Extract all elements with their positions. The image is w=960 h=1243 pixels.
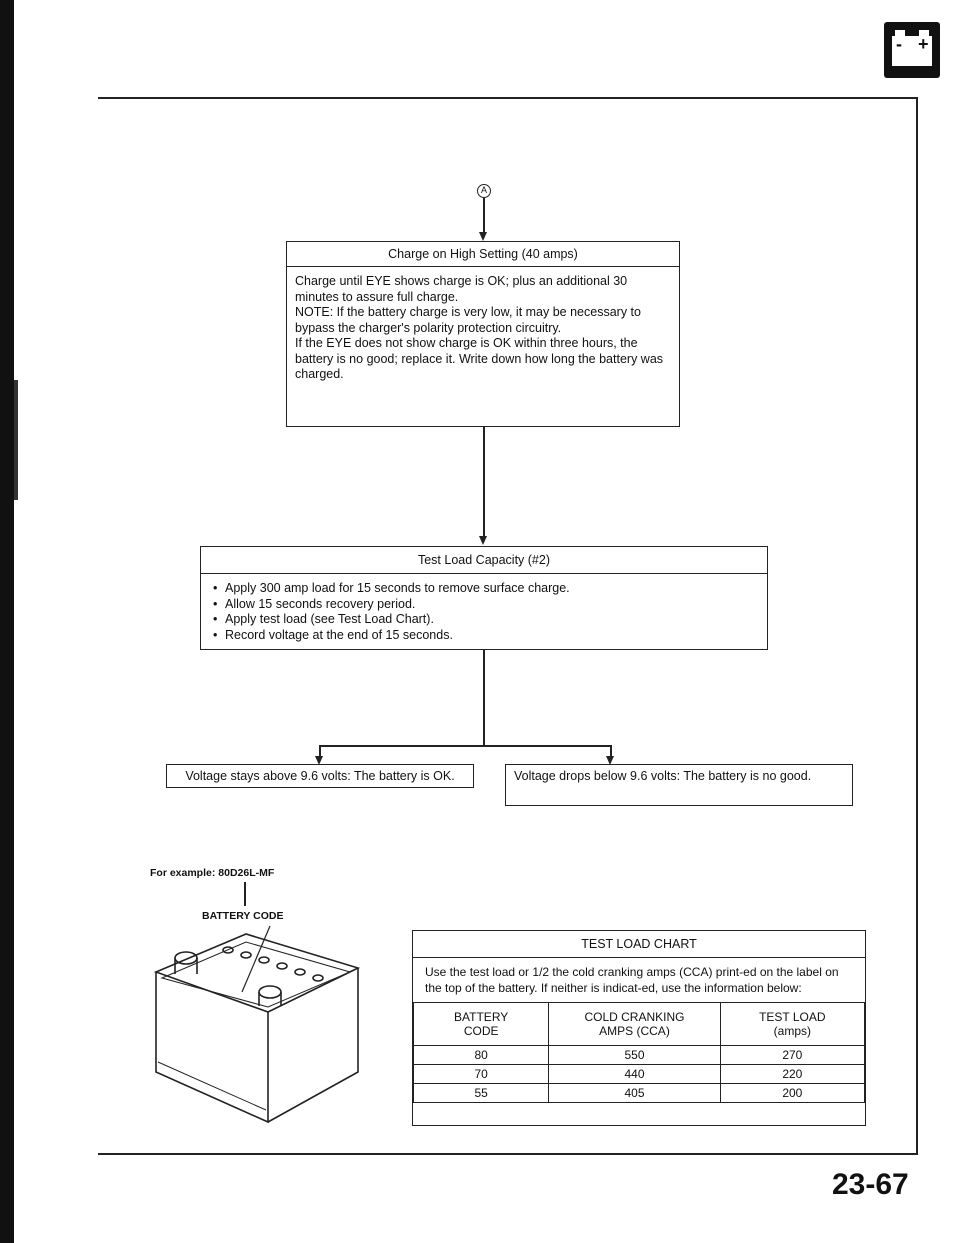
connector-a-circle: A — [477, 184, 491, 198]
result-ok-box: Voltage stays above 9.6 volts: The batte… — [166, 764, 474, 788]
step-item: Record voltage at the end of 15 seconds. — [209, 628, 759, 644]
step-item: Apply 300 amp load for 15 seconds to rem… — [209, 581, 759, 597]
step-item: Allow 15 seconds recovery period. — [209, 597, 759, 613]
charge-paragraph: Charge until EYE shows charge is OK; plu… — [295, 274, 628, 304]
arrow-down-icon — [479, 536, 487, 545]
flow-line-a — [483, 198, 485, 234]
flow-line-c — [483, 650, 485, 745]
battery-code-label: BATTERY CODE — [202, 910, 284, 922]
binding-edge-inner — [14, 380, 18, 500]
right-border — [916, 97, 918, 1155]
test-load-box-body: Apply 300 amp load for 15 seconds to rem… — [201, 574, 767, 650]
connector-a-label: A — [480, 185, 487, 195]
page-number: 23-67 — [832, 1168, 909, 1201]
arrow-down-icon — [606, 756, 614, 765]
test-load-box-title: Test Load Capacity (#2) — [201, 547, 767, 574]
plus-sign: + — [918, 34, 929, 54]
chart-table: BATTERY CODE COLD CRANKING AMPS (CCA) TE… — [412, 1002, 866, 1103]
battery-illustration — [153, 925, 361, 1124]
chart-intro: Use the test load or 1/2 the cold cranki… — [425, 965, 839, 995]
branch-horizontal — [319, 745, 611, 747]
charge-box-body: Charge until EYE shows charge is OK; plu… — [287, 267, 679, 389]
result-ok-text: Voltage stays above 9.6 volts: The batte… — [185, 769, 455, 783]
battery-section-icon: - + — [884, 22, 940, 78]
binding-edge — [0, 0, 14, 1243]
minus-sign: - — [896, 34, 902, 54]
arrow-down-icon — [479, 232, 487, 241]
test-load-steps: Apply 300 amp load for 15 seconds to rem… — [209, 581, 759, 643]
branch-right — [610, 745, 612, 757]
branch-left — [319, 745, 321, 757]
test-load-chart: TEST LOAD CHART Use the test load or 1/2… — [412, 930, 866, 1126]
code-pointer — [244, 882, 246, 906]
chart-title: TEST LOAD CHART — [413, 931, 865, 958]
table-row: 70 440 220 — [412, 1064, 866, 1084]
result-bad-text: Voltage drops below 9.6 volts: The batte… — [514, 769, 812, 783]
charge-note: NOTE: If the battery charge is very low,… — [295, 305, 641, 335]
col-test-load: TEST LOAD (amps) — [719, 1002, 866, 1046]
charge-box: Charge on High Setting (40 amps) Charge … — [286, 241, 680, 427]
battery-example-label: For example: 80D26L-MF — [150, 867, 275, 879]
top-rule — [98, 97, 918, 99]
col-cca: COLD CRANKING AMPS (CCA) — [548, 1002, 721, 1046]
test-load-box: Test Load Capacity (#2) Apply 300 amp lo… — [200, 546, 768, 650]
result-bad-box: Voltage drops below 9.6 volts: The batte… — [505, 764, 853, 806]
flow-line-b — [483, 427, 485, 537]
table-row: 80 550 270 — [412, 1045, 866, 1065]
bottom-rule — [98, 1153, 918, 1155]
table-row: 55 405 200 — [412, 1083, 866, 1103]
charge-warning: If the EYE does not show charge is OK wi… — [295, 336, 664, 381]
arrow-down-icon — [315, 756, 323, 765]
col-battery-code: BATTERY CODE — [412, 1002, 550, 1046]
step-item: Apply test load (see Test Load Chart). — [209, 612, 759, 628]
charge-box-title: Charge on High Setting (40 amps) — [287, 242, 679, 267]
